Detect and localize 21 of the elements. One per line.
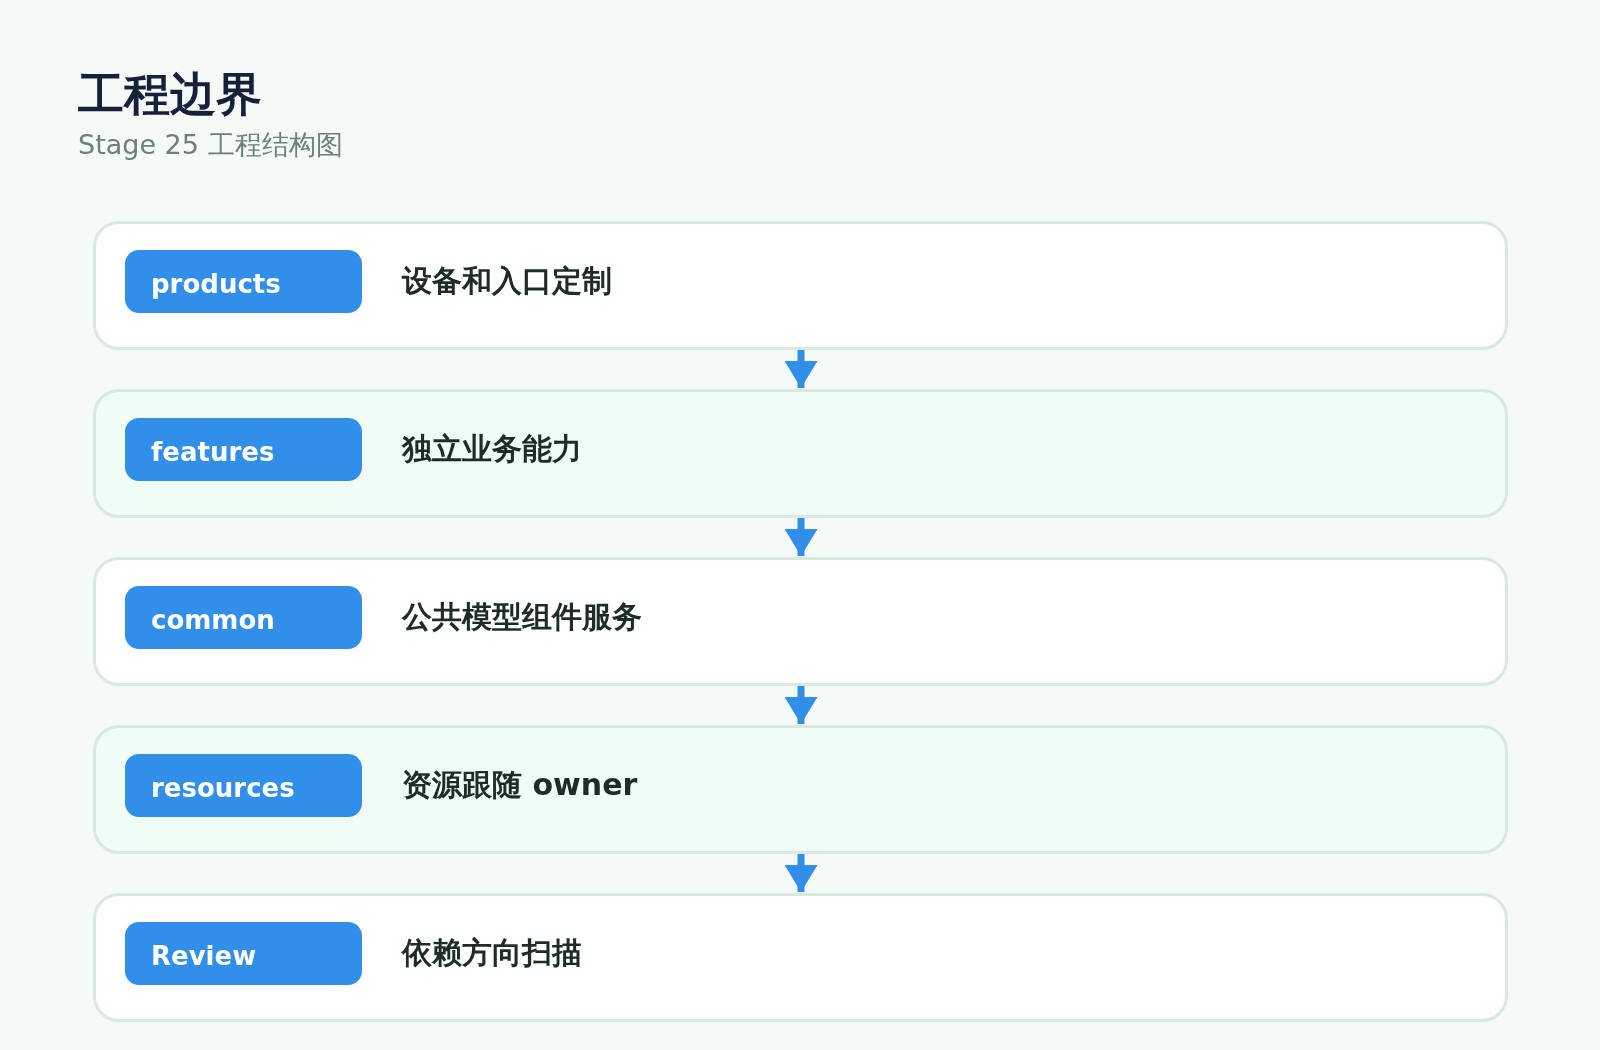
arrow	[784, 686, 818, 724]
description-text: 设备和入口定制	[402, 262, 612, 300]
subtitle: Stage 25 工程结构图	[78, 128, 343, 162]
arrow	[784, 350, 818, 388]
layer-panel	[93, 557, 1508, 686]
layer-tag: products	[125, 250, 362, 313]
layer-tag: Review	[125, 922, 362, 985]
arrow	[784, 518, 818, 556]
title: 工程边界	[78, 68, 262, 120]
layer-tag: common	[125, 586, 362, 649]
description-text: 独立业务能力	[402, 430, 582, 468]
description-text: 公共模型组件服务	[402, 598, 642, 636]
description-text: 依赖方向扫描	[402, 934, 582, 972]
layer-panel	[93, 221, 1508, 350]
layer-panel	[93, 389, 1508, 518]
layer-tag: resources	[125, 754, 362, 817]
arrow	[784, 854, 818, 892]
layer-panel	[93, 893, 1508, 1022]
layer-panel	[93, 725, 1508, 854]
description-text: 资源跟随 owner	[402, 766, 638, 804]
layer-tag: features	[125, 418, 362, 481]
